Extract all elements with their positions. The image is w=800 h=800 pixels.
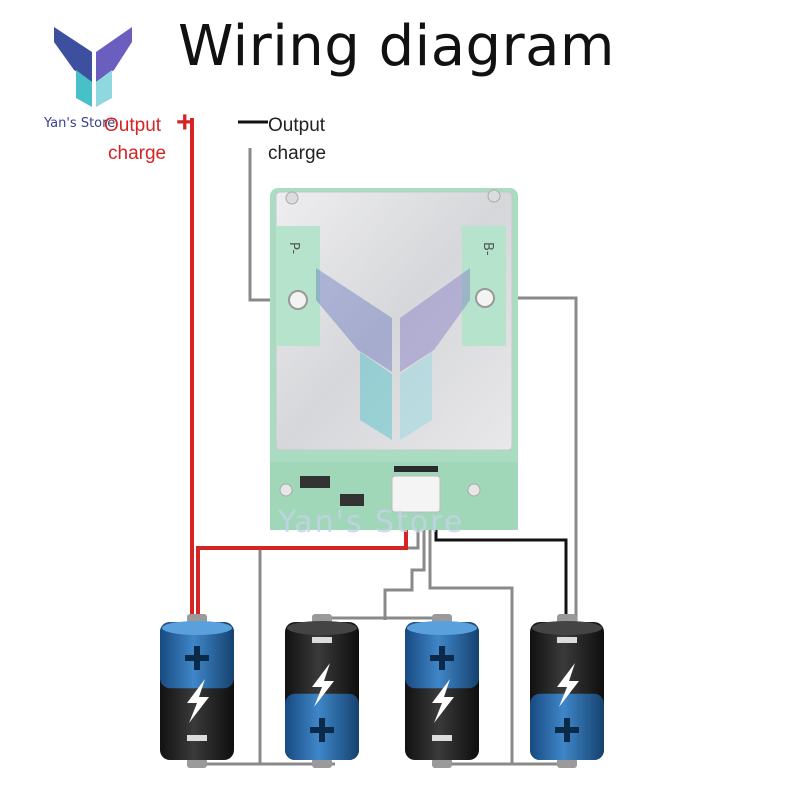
battery-cell bbox=[285, 614, 359, 768]
output-negative-line1: Output bbox=[268, 115, 326, 136]
series-link-wires bbox=[196, 148, 578, 766]
output-positive-line2: charge bbox=[108, 143, 167, 164]
pad-right-label: B- bbox=[480, 242, 495, 256]
battery-cell bbox=[405, 614, 479, 768]
battery-cell bbox=[530, 614, 604, 768]
lightning-icon bbox=[312, 663, 334, 707]
output-negative-line2: charge bbox=[268, 143, 327, 164]
bms-board bbox=[270, 188, 518, 530]
brand-name: Yan's Store bbox=[44, 116, 116, 131]
minus-sign: — bbox=[238, 104, 268, 137]
lightning-icon bbox=[432, 679, 454, 723]
battery-cell bbox=[160, 614, 234, 768]
page-title: Wiring diagram bbox=[178, 14, 615, 79]
store-logo-icon bbox=[54, 27, 132, 107]
watermark: Yan's Store bbox=[278, 505, 465, 540]
output-positive-label: Output charge bbox=[104, 112, 166, 168]
lightning-icon bbox=[187, 679, 209, 723]
output-negative-label: Output charge bbox=[268, 112, 326, 168]
lightning-icon bbox=[557, 663, 579, 707]
output-positive-line1: Output bbox=[104, 115, 162, 136]
pad-left-label: P- bbox=[286, 242, 301, 255]
plus-sign: + bbox=[176, 106, 194, 139]
